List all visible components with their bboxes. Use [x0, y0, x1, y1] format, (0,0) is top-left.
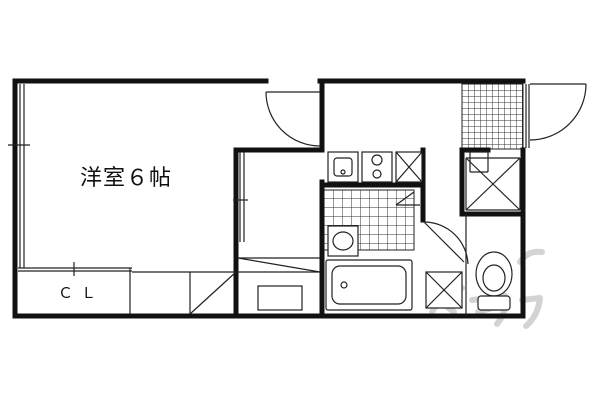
kitchen-fixtures — [327, 151, 423, 183]
washing-machine-space — [257, 285, 303, 311]
walls — [12, 78, 526, 319]
western-room-label: 洋室６帖 — [80, 166, 173, 191]
bath-fixtures — [257, 225, 413, 311]
thin-lines — [8, 84, 530, 316]
lattice-window-area — [461, 83, 524, 150]
doors — [265, 83, 587, 265]
closet-label: ＣＬ — [58, 284, 105, 302]
toilet — [425, 251, 513, 311]
